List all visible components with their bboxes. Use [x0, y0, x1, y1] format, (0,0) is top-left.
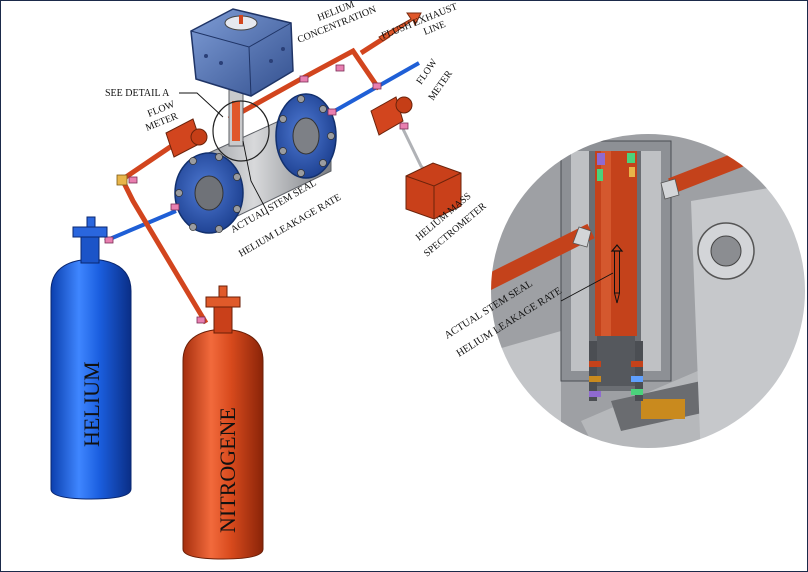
flush-exhaust-arrow — [378, 12, 422, 42]
actuator — [190, 8, 294, 97]
leak-flow-arrow — [610, 244, 624, 304]
detail-a-callout-circle — [212, 100, 270, 162]
helium-cylinder-label: HELIUM — [79, 361, 104, 447]
packing-rings — [589, 336, 643, 401]
svg-text:FLUSH EXHAUST: FLUSH EXHAUST — [380, 1, 459, 41]
nitrogen-lines — [120, 32, 433, 325]
label-see-detail-a: SEE DETAIL A — [105, 88, 224, 118]
pipe-fittings — [104, 64, 409, 324]
label-helium-concentration: HELIUM CONCENTRATION — [296, 1, 378, 46]
flow-meter-left — [165, 118, 208, 158]
nitrogen-cylinder: NITROGENE — [182, 285, 264, 560]
flow-meter-right — [370, 96, 413, 136]
label-flow-meter-right: FLOW METER — [414, 57, 455, 103]
valve-assembly — [174, 85, 337, 234]
svg-text:SEE DETAIL A: SEE DETAIL A — [105, 88, 170, 99]
nitrogen-cylinder-label: NITROGENE — [215, 407, 240, 533]
helium-mass-spectrometer — [405, 162, 462, 220]
label-flush-exhaust-line: FLUSH EXHAUST LINE — [380, 1, 459, 41]
detail-left-pipe — [490, 223, 595, 294]
helium-cylinder: HELIUM — [50, 216, 132, 500]
detail-a-view: ACTUAL STEM SEAL HELIUM LEAKAGE RATE — [443, 132, 807, 450]
